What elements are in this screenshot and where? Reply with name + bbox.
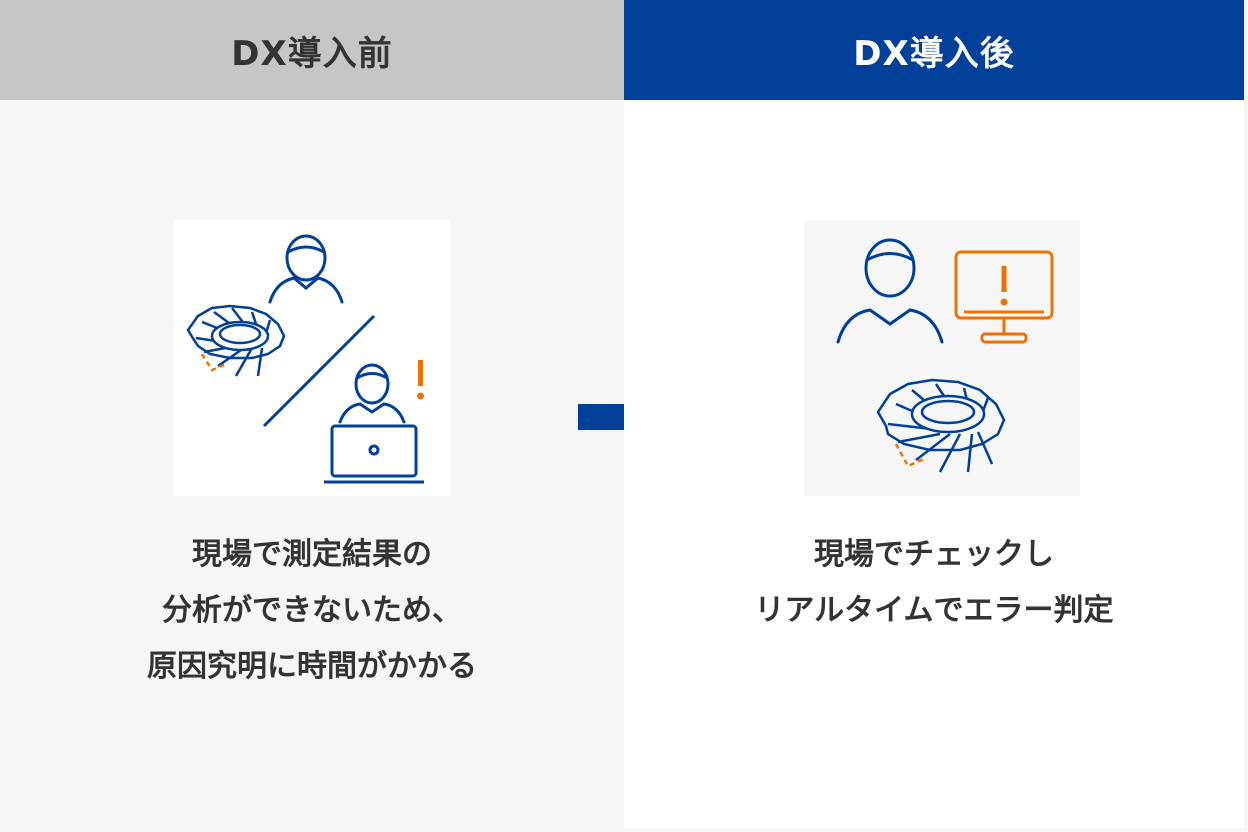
before-header: DX導入前 — [0, 0, 624, 100]
after-caption-line-2: リアルタイムでエラー判定 — [754, 593, 1114, 628]
after-illustration-svg — [836, 238, 1054, 473]
before-caption: 現場で測定結果の 分析ができないため、 原因究明に時間がかかる — [0, 527, 624, 695]
before-caption-line-2: 分析ができないため、 — [162, 593, 462, 628]
after-caption: 現場でチェックし リアルタイムでエラー判定 — [624, 527, 1244, 639]
before-illustration — [174, 220, 450, 496]
turbine-blade-icon — [186, 304, 286, 377]
person-icon — [338, 363, 406, 424]
before-caption-line-3: 原因究明に時間がかかる — [147, 649, 477, 684]
alert-mark — [1000, 266, 1008, 306]
after-caption-line-1: 現場でチェックし — [814, 537, 1054, 572]
before-title: DX導入前 — [231, 33, 393, 74]
after-header: DX導入後 — [624, 0, 1244, 100]
person-icon — [268, 234, 344, 304]
after-panel: DX導入後 — [624, 0, 1244, 828]
after-title: DX導入後 — [853, 33, 1015, 74]
alert-mark — [417, 360, 424, 400]
before-illustration-svg — [186, 234, 424, 484]
before-caption-line-1: 現場で測定結果の — [192, 537, 432, 572]
turbine-blade-icon — [876, 378, 1006, 473]
turbine-highlight — [200, 353, 227, 372]
after-illustration — [804, 220, 1080, 496]
person-icon — [836, 238, 944, 344]
turbine-highlight — [894, 443, 927, 468]
before-panel: DX導入前 — [0, 0, 624, 695]
laptop-icon — [324, 424, 424, 484]
separator-line — [262, 314, 376, 428]
monitor-alert-icon — [954, 250, 1054, 344]
